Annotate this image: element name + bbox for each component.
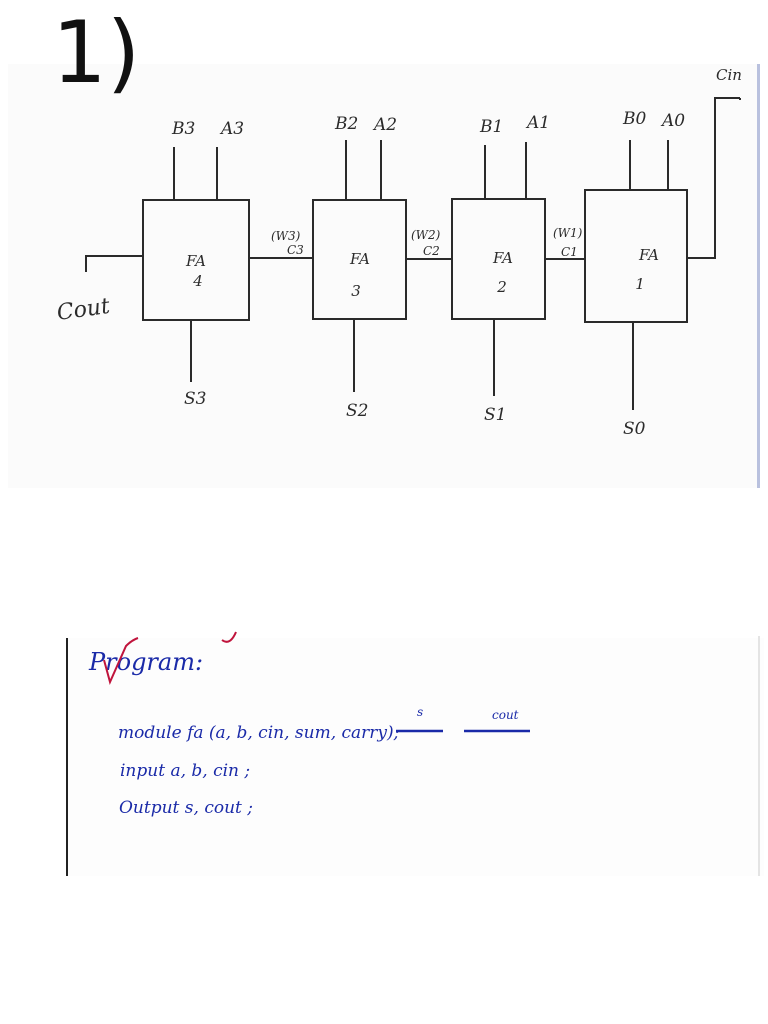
- input-label-a3: A3: [219, 119, 244, 139]
- fa3-number: 3: [351, 282, 361, 300]
- sum-label-s0: S0: [623, 419, 646, 439]
- fa2-label: FA: [492, 249, 513, 267]
- carry-in-label: Cin: [716, 66, 742, 84]
- carry-label-c2: C2: [423, 244, 440, 258]
- wire-label-w3: (W3): [271, 229, 301, 243]
- correction-carry: cout: [492, 708, 519, 722]
- sum-label-s2: S2: [346, 401, 368, 421]
- wire-label-w2: (W2): [411, 228, 441, 242]
- input-label-b3: B3: [171, 119, 195, 139]
- program-line-2: input a, b, cin ;: [120, 761, 250, 781]
- input-label-a0: A0: [660, 111, 685, 131]
- fa2-number: 2: [496, 278, 507, 296]
- input-label-a2: A2: [372, 115, 397, 135]
- carry-in-wire: [687, 97, 740, 259]
- input-label-b1: B1: [479, 117, 503, 137]
- wire-label-w1: (W1): [553, 226, 583, 240]
- check-mark-tick: [221, 631, 237, 643]
- program-line-1: module fa (a, b, cin, sum, carry);: [118, 723, 399, 743]
- sum-label-s3: S3: [184, 389, 206, 409]
- carry-label-c3: C3: [287, 243, 304, 257]
- input-label-b0: B0: [622, 109, 646, 129]
- question-number: 1): [52, 3, 141, 103]
- diagram-page: [8, 64, 760, 488]
- sum-label-s1: S1: [484, 405, 506, 425]
- input-label-a1: A1: [525, 113, 550, 133]
- carry-out-label: Cout: [55, 294, 111, 326]
- input-label-b2: B2: [334, 114, 358, 134]
- page-edge: [758, 636, 760, 876]
- program-line-3: Output s, cout ;: [119, 798, 253, 818]
- fa4-number: 4: [192, 272, 203, 290]
- full-adder-4: [142, 199, 250, 321]
- fa1-number: 1: [635, 275, 645, 293]
- page-edge: [757, 64, 760, 488]
- carry-label-c1: C1: [561, 245, 578, 259]
- full-adder-1: [584, 189, 688, 323]
- check-mark: [103, 637, 139, 685]
- fa4-label: FA: [185, 252, 206, 270]
- carry-out-wire: [85, 255, 143, 272]
- correction-sum: s: [417, 705, 423, 719]
- fa1-label: FA: [638, 246, 659, 264]
- fa3-label: FA: [349, 250, 370, 268]
- program-page: [66, 638, 764, 876]
